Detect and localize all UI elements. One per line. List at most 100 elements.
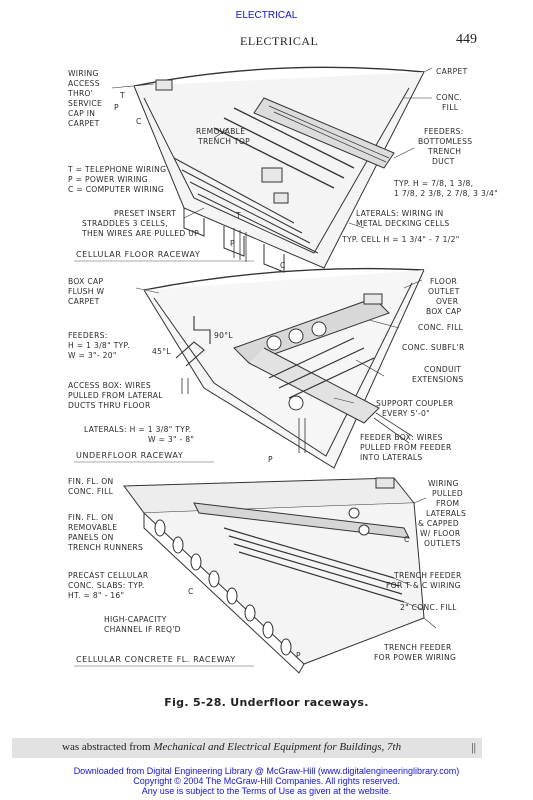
label-feeders: DUCT: [432, 157, 455, 166]
label-p: P: [296, 651, 301, 660]
label-wiring-access: WIRING: [68, 69, 99, 78]
top-nav-link[interactable]: ELECTRICAL: [235, 10, 298, 21]
label-laterals: METAL DECKING CELLS: [356, 219, 449, 228]
label-wiring-pulled: WIRING: [428, 479, 459, 488]
figure-illustration: WIRING ACCESS THRO' SERVICE CAP IN CARPE…: [67, 66, 498, 674]
label-trench-feeder-power: FOR POWER WIRING: [374, 653, 456, 662]
label-trench-feeder-tc: FOR T & C WIRING: [386, 581, 461, 590]
label-floor-outlet: FLOOR: [430, 277, 457, 286]
label-carpet: CARPET: [436, 67, 468, 76]
label-floor-outlet: OUTLET: [428, 287, 460, 296]
label-precast-slabs: CONC. SLABS: TYP.: [68, 581, 145, 590]
scroll-bar-glyph: ||: [471, 740, 476, 754]
label-wiring-pulled: LATERALS: [426, 509, 466, 518]
label-high-capacity: HIGH-CAPACITY: [104, 615, 167, 624]
label-box-cap: BOX CAP: [68, 277, 103, 286]
label-fin-fl-conc-fill: CONC. FILL: [68, 487, 114, 496]
cellular-floor-labels: WIRING ACCESS THRO' SERVICE CAP IN CARPE…: [67, 67, 498, 270]
source-bar: was abstracted from Mechanical and Elect…: [12, 738, 482, 758]
source-title: Mechanical and Electrical Equipment for …: [153, 741, 402, 753]
label-conc-fill: 2" CONC. FILL: [400, 603, 457, 612]
running-head: ELECTRICAL: [240, 34, 319, 48]
label-access-box: DUCTS THRU FLOOR: [68, 401, 151, 410]
label-preset-insert: STRADDLES 3 CELLS,: [82, 219, 168, 228]
label-conc-fill: CONC. FILL: [418, 323, 464, 332]
label-fin-fl-removable: FIN. FL. ON: [68, 513, 114, 522]
footer-copyright: Copyright © 2004 The McGraw-Hill Compani…: [133, 776, 400, 786]
label-wiring-access: CAP IN: [68, 109, 95, 118]
label-wiring-access: THRO': [67, 89, 93, 98]
label-c: C: [404, 535, 410, 544]
label-laterals: LATERALS: H = 1 3/8" TYP.: [84, 425, 192, 434]
section-title-underfloor: UNDERFLOOR RACEWAY: [76, 451, 183, 460]
label-fin-fl-removable: TRENCH RUNNERS: [67, 543, 143, 552]
label-floor-outlet: BOX CAP: [426, 307, 461, 316]
label-trench-feeder-tc: TRENCH FEEDER: [393, 571, 462, 580]
label-wiring-pulled: FROM: [436, 499, 459, 508]
label-feeder-box: PULLED FROM FEEDER: [360, 443, 452, 452]
figure-caption: Fig. 5-28. Underfloor raceways.: [164, 696, 369, 709]
underfloor-labels: BOX CAP FLUSH W CARPET FLOOR OUTLET OVER…: [68, 277, 465, 464]
label-laterals: W = 3" - 8": [148, 435, 194, 444]
label-box-cap: CARPET: [68, 297, 100, 306]
cellular-concrete-labels: FIN. FL. ON CONC. FILL FIN. FL. ON REMOV…: [67, 477, 466, 664]
label-45-elbow: 45°L: [152, 347, 171, 356]
label-c: C: [188, 587, 194, 596]
label-typ-h: 1 7/8, 2 3/8, 2 7/8, 3 3/4": [394, 189, 498, 198]
label-trench-feeder-power: TRENCH FEEDER: [383, 643, 452, 652]
label-c: C: [136, 117, 142, 126]
label-floor-outlet: OVER: [436, 297, 459, 306]
label-high-capacity: CHANNEL IF REQ'D: [104, 625, 181, 634]
footer-download-link[interactable]: Downloaded from Digital Engineering Libr…: [73, 766, 460, 776]
label-wiring-access: ACCESS: [68, 79, 100, 88]
label-feeder-box: INTO LATERALS: [360, 453, 423, 462]
label-removable-trench-top: TRENCH TOP: [197, 137, 250, 146]
label-precast-slabs: PRECAST CELLULAR: [68, 571, 149, 580]
label-access-box: ACCESS BOX: WIRES: [68, 381, 151, 390]
label-conduit-extensions: CONDUIT: [424, 365, 461, 374]
source-prefix: was abstracted from: [62, 741, 154, 753]
label-feeders: FEEDERS:: [424, 127, 464, 136]
label-conc-fill: CONC.: [436, 93, 462, 102]
label-wiring-pulled: & CAPPED: [418, 519, 459, 528]
label-conduit-extensions: EXTENSIONS: [412, 375, 464, 384]
legend-telephone: T = TELEPHONE WIRING: [67, 165, 166, 174]
label-feeders: W = 3"- 20": [68, 351, 117, 360]
source-text: was abstracted from Mechanical and Elect…: [62, 741, 401, 753]
figure-underfloor-raceways: WIRING ACCESS THRO' SERVICE CAP IN CARPE…: [64, 58, 498, 680]
cellular-floor-drawing: [111, 66, 433, 273]
label-p: P: [268, 455, 273, 464]
label-support-coupler: EVERY 5'-0": [382, 409, 430, 418]
label-t: T: [235, 211, 241, 220]
label-fin-fl-removable: PANELS ON: [68, 533, 114, 542]
label-wiring-pulled: PULLED: [432, 489, 463, 498]
label-90-elbow: 90°L: [214, 331, 233, 340]
label-removable-trench-top: REMOVABLE: [196, 127, 245, 136]
label-precast-slabs: HT. = 8" - 16": [68, 591, 124, 600]
label-typ-cell: TYP. CELL H = 1 3/4" - 7 1/2": [341, 235, 460, 244]
label-wiring-pulled: OUTLETS: [424, 539, 461, 548]
label-box-cap: FLUSH W: [68, 287, 105, 296]
label-p: P: [114, 103, 119, 112]
label-feeders: FEEDERS:: [68, 331, 108, 340]
label-conc-subfloor: CONC. SUBFL'R: [402, 343, 465, 352]
legend-computer: C = COMPUTER WIRING: [68, 185, 164, 194]
label-feeders: H = 1 3/8" TYP.: [68, 341, 130, 350]
label-fin-fl-conc-fill: FIN. FL. ON: [68, 477, 114, 486]
legend-power: P = POWER WIRING: [68, 175, 148, 184]
section-title-cellular-floor: CELLULAR FLOOR RACEWAY: [76, 250, 200, 259]
label-laterals: LATERALS: WIRING IN: [356, 209, 444, 218]
label-preset-insert: THEN WIRES ARE PULLED UP: [81, 229, 199, 238]
label-wiring-pulled: W/ FLOOR: [420, 529, 461, 538]
page-number: 449: [456, 32, 477, 47]
label-p: P: [230, 239, 235, 248]
footer: Downloaded from Digital Engineering Libr…: [0, 766, 533, 796]
footer-terms-link[interactable]: Any use is subject to the Terms of Use a…: [141, 786, 392, 796]
label-preset-insert: PRESET INSERT: [114, 209, 176, 218]
label-t: T: [119, 91, 125, 100]
label-wiring-access: CARPET: [68, 119, 100, 128]
label-feeders: BOTTOMLESS: [418, 137, 472, 146]
label-feeder-box: FEEDER BOX: WIRES: [360, 433, 443, 442]
label-conc-fill: FILL: [442, 103, 459, 112]
underfloor-raceway-drawing: [135, 267, 425, 469]
